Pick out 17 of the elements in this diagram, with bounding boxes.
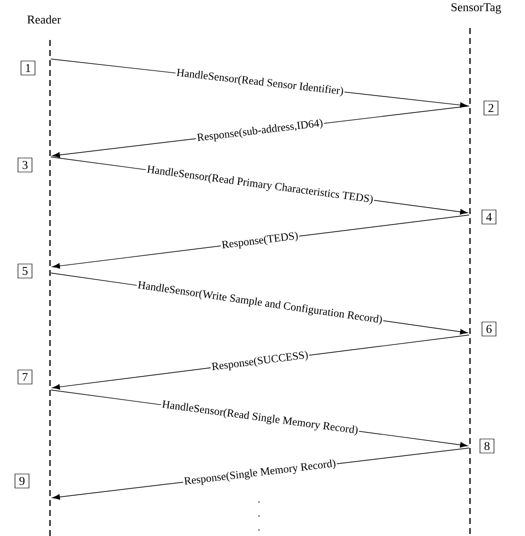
edge-label: Response(Single Memory Record) bbox=[182, 458, 338, 488]
lifeline-title: Reader bbox=[27, 15, 61, 24]
step-number: 1 bbox=[20, 60, 36, 76]
lifeline bbox=[469, 28, 471, 536]
edge-label: HandleSensor(Read Sensor Identifier) bbox=[174, 67, 346, 98]
step-number: 5 bbox=[18, 264, 32, 278]
lifeline bbox=[49, 40, 51, 536]
step-number: 2 bbox=[484, 100, 498, 116]
step-number: 8 bbox=[480, 438, 494, 454]
step-number: 6 bbox=[482, 322, 496, 336]
step-number: 9 bbox=[14, 474, 30, 488]
edge-label: Response(TEDS) bbox=[220, 230, 300, 252]
lifeline-title: SensorTag bbox=[452, 3, 502, 14]
step-number: 3 bbox=[18, 158, 32, 172]
step-number: 4 bbox=[482, 210, 496, 224]
step-number: 7 bbox=[18, 370, 32, 384]
edge-label: HandleSensor(Read Primary Characteristics TEDS) bbox=[145, 164, 375, 206]
